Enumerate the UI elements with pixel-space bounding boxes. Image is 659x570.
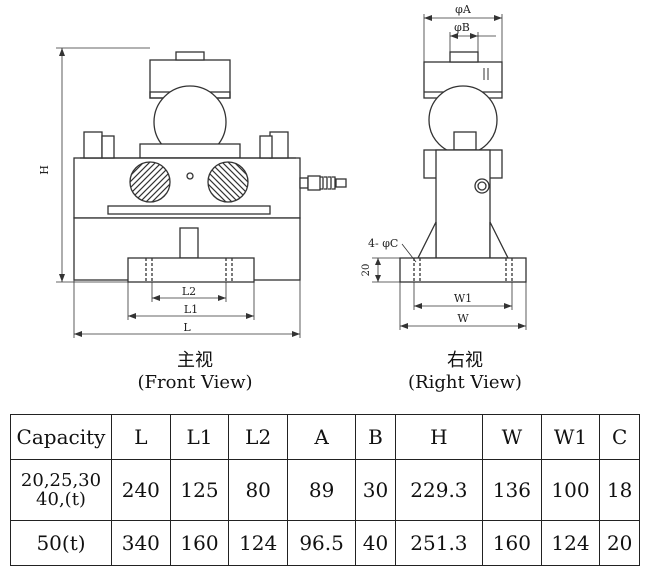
right-view [372, 14, 527, 330]
header-b: B [355, 414, 396, 460]
capacity-line2: 40,(t) [36, 489, 86, 510]
dim-label-a: φA [455, 3, 472, 16]
front-view-caption-cn: 主视 [177, 350, 213, 371]
table-header-row: Capacity L L1 L2 A B H W W1 C [10, 414, 640, 460]
cell-w: 160 [482, 520, 542, 566]
dim-label-20: 20 [361, 264, 372, 277]
dim-label-c: 4- φC [368, 237, 398, 250]
cell-c: 18 [599, 459, 640, 521]
cell-l: 240 [111, 459, 171, 521]
cell-l: 340 [111, 520, 171, 566]
cell-h: 251.3 [394, 520, 484, 566]
header-w1: W1 [540, 414, 601, 460]
table-row: 20,25,30 40,(t) 240 125 80 89 30 229.3 1… [10, 459, 640, 521]
header-l1: L1 [169, 414, 230, 460]
header-capacity: Capacity [10, 414, 112, 460]
capacity-cell: 50(t) [10, 520, 112, 566]
header-c: C [599, 414, 640, 460]
capacity-cell: 20,25,30 40,(t) [10, 459, 112, 521]
dim-label-h: H [38, 165, 51, 175]
dim-label-b: φB [454, 21, 470, 34]
cell-l1: 125 [169, 459, 230, 521]
right-view-caption-en: (Right View) [408, 372, 522, 393]
dim-label-l1: L1 [184, 303, 198, 316]
capacity-line1: 20,25,30 [20, 470, 102, 491]
header-l: L [111, 414, 171, 460]
cell-l2: 80 [228, 459, 289, 521]
cell-h: 229.3 [394, 459, 484, 521]
cell-w: 136 [482, 459, 542, 521]
dim-label-l: L [183, 321, 191, 334]
cell-l1: 160 [169, 520, 230, 566]
spec-table: Capacity L L1 L2 A B H W W1 C 20,25,30 4… [10, 414, 640, 566]
front-view-caption-en: (Front View) [137, 372, 253, 393]
right-view-caption-cn: 右视 [447, 350, 483, 371]
front-view-caption: 主视 (Front View) [110, 350, 280, 394]
cell-b: 30 [355, 459, 396, 521]
cell-w1: 124 [540, 520, 601, 566]
dim-label-l2: L2 [182, 285, 196, 298]
header-l2: L2 [228, 414, 289, 460]
cell-b: 40 [355, 520, 396, 566]
cell-c: 20 [599, 520, 640, 566]
cell-w1: 100 [540, 459, 601, 521]
technical-drawing: H L2 L1 L [38, 3, 527, 338]
header-w: W [482, 414, 542, 460]
header-h: H [394, 414, 484, 460]
front-view [56, 47, 347, 338]
dim-label-w1: W1 [454, 292, 472, 305]
table-row: 50(t) 340 160 124 96.5 40 251.3 160 124 … [10, 520, 640, 566]
dim-label-w: W [457, 312, 469, 325]
cell-a: 96.5 [287, 520, 357, 566]
cell-a: 89 [287, 459, 357, 521]
cell-l2: 124 [228, 520, 289, 566]
header-a: A [287, 414, 357, 460]
right-view-caption: 右视 (Right View) [390, 350, 540, 394]
